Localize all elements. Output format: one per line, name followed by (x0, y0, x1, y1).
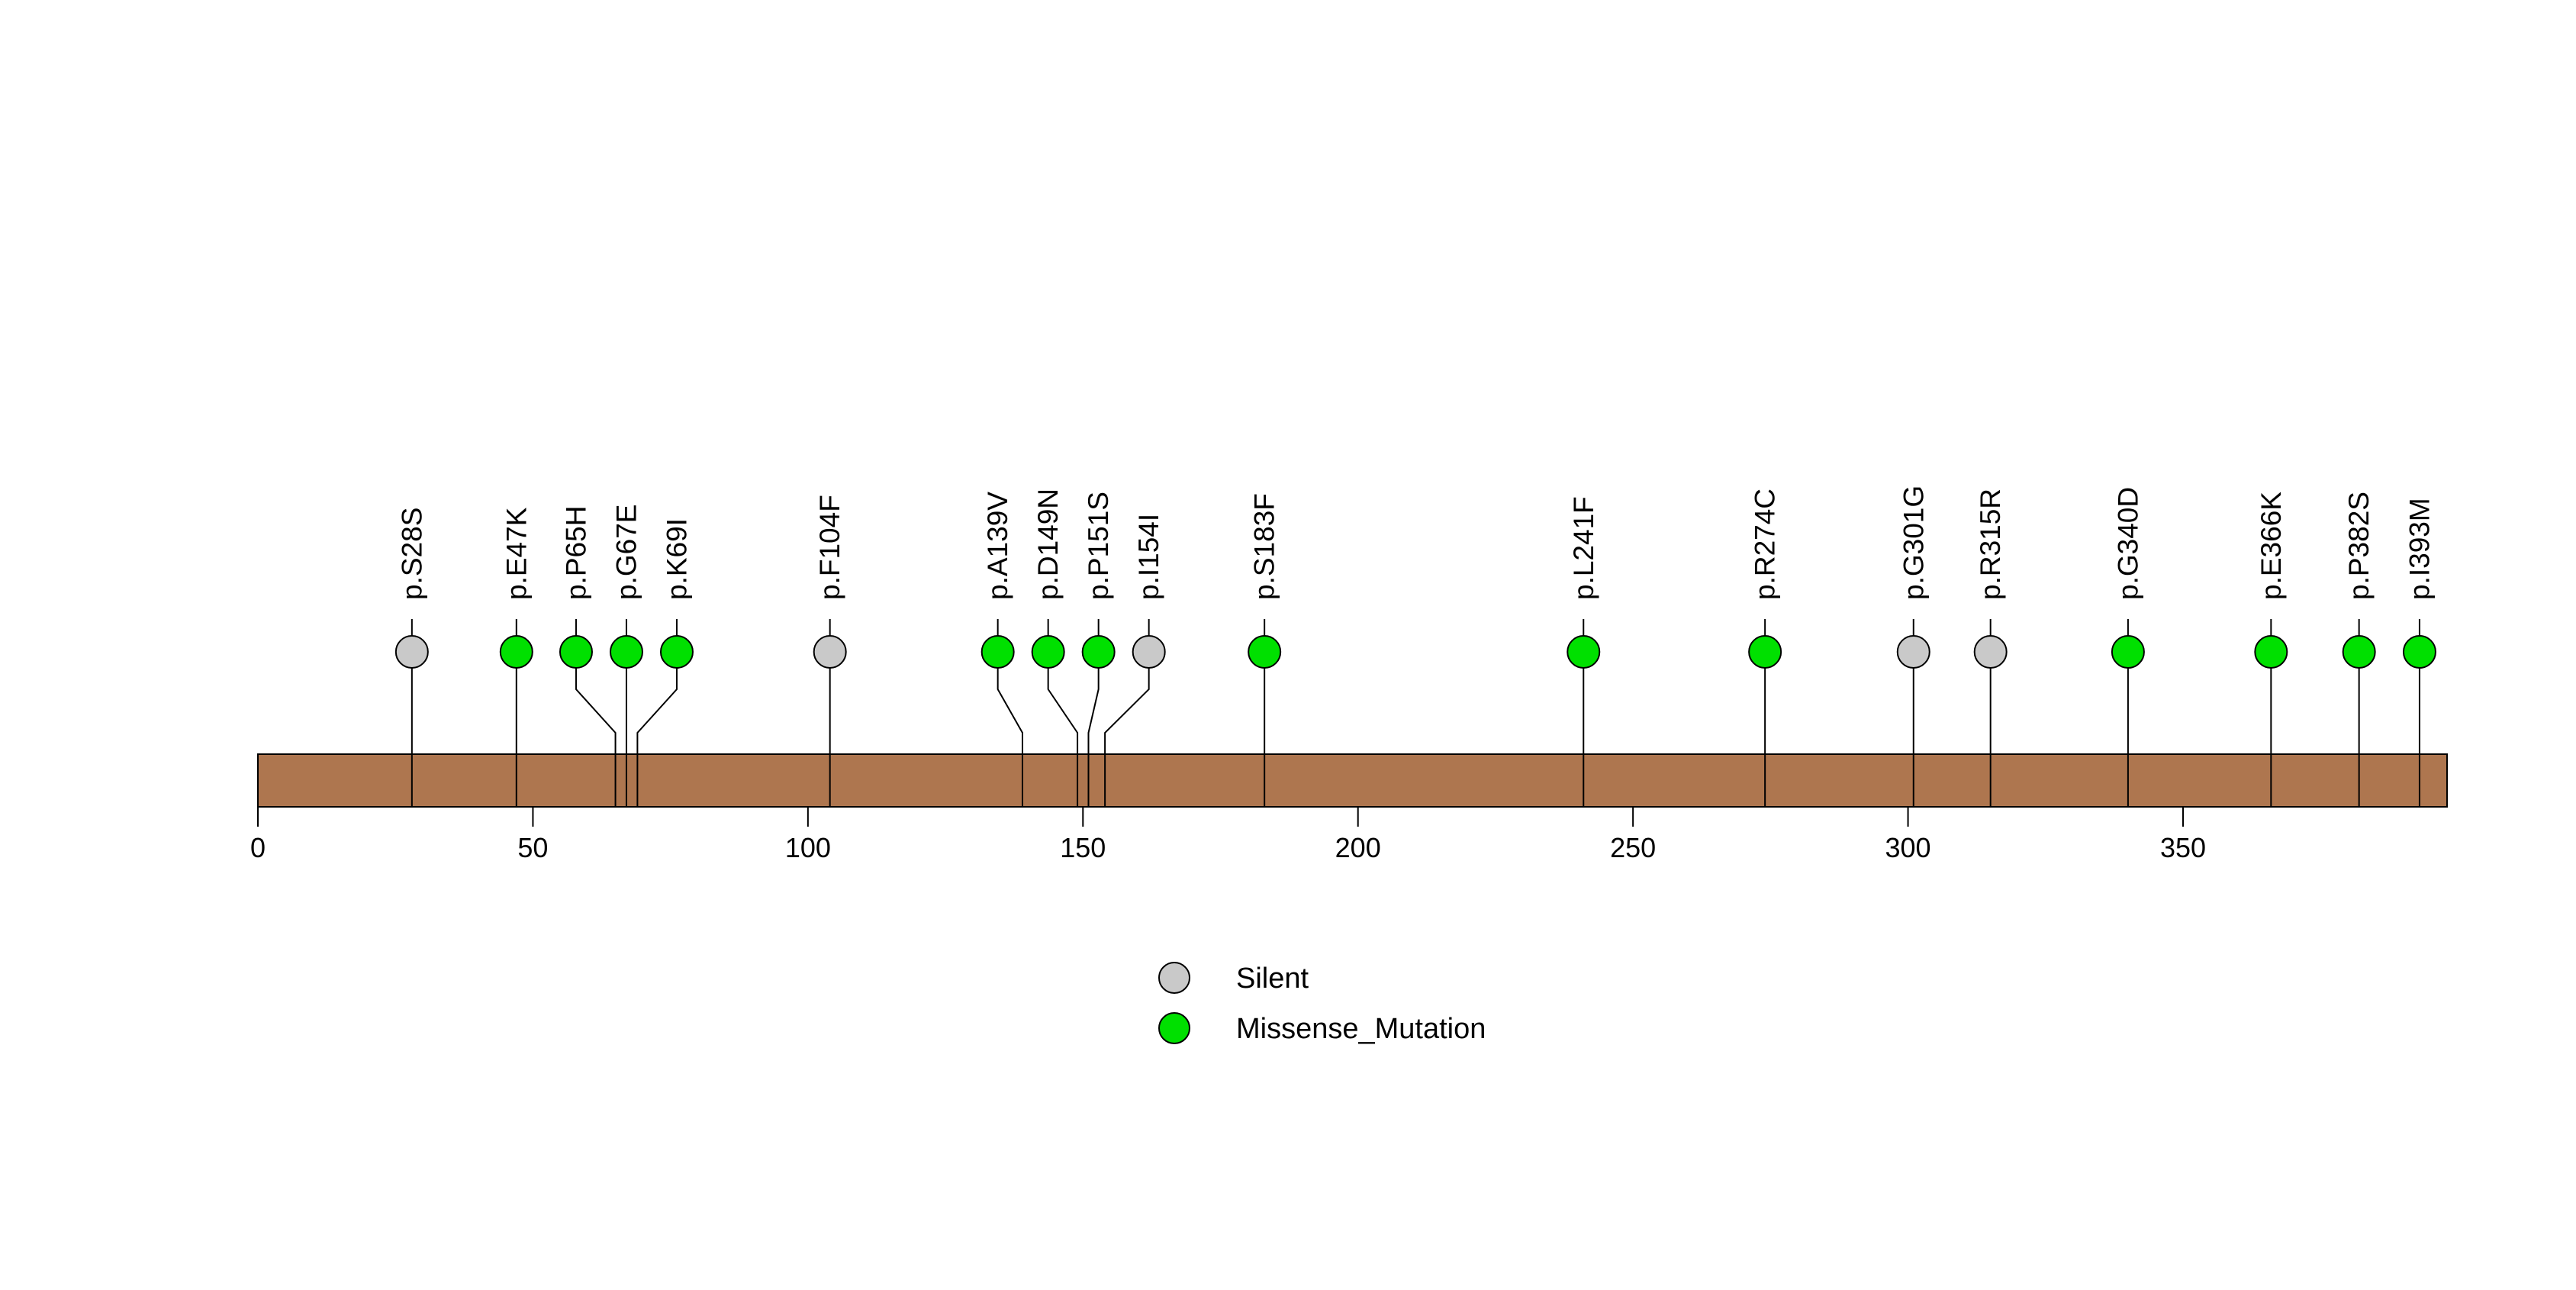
mutation-label: p.E47K (501, 507, 532, 600)
mutation-circle (980, 635, 1015, 669)
mutation-circle (2111, 635, 2145, 669)
mutation-circle (1031, 635, 1065, 669)
axis-tick-label: 100 (785, 832, 831, 863)
legend-swatch-missense-mutation (1158, 1012, 1190, 1044)
mutation-label: p.G301G (1898, 485, 1929, 600)
mutation-label: p.P65H (560, 506, 591, 600)
mutation-label: p.S28S (396, 508, 427, 600)
mutation-stem (636, 668, 678, 807)
legend-label-silent: Silent (1236, 963, 1309, 995)
mutation-label: p.R315R (1975, 489, 2006, 600)
axis-tick-label: 350 (2160, 832, 2206, 863)
mutation-circle (1081, 635, 1116, 669)
labels-layer: p.S28S p.E47K p.P65H p.G67E p.K69I p.F104F p.A… (396, 485, 2435, 600)
legend-swatch-silent (1158, 962, 1190, 994)
mutation-circle (1973, 635, 2008, 669)
mutation-label: p.P151S (1083, 492, 1114, 600)
mutation-circle (659, 635, 694, 669)
mutation-label: p.R274C (1750, 489, 1781, 600)
mutation-circle (499, 635, 533, 669)
legend-label-missense-mutation: Missense_Mutation (1236, 1013, 1486, 1045)
mutation-circle (1132, 635, 1166, 669)
mutation-circle (2254, 635, 2288, 669)
axis-tick-label: 50 (517, 832, 548, 863)
axis-layer: 0 50 100 150 200 250 300 350 (250, 807, 2206, 863)
mutation-label: p.E366K (2256, 492, 2287, 600)
axis-tick-label: 300 (1885, 832, 1931, 863)
mutation-label: p.G67E (610, 505, 642, 600)
axis-tick-label: 0 (250, 832, 266, 863)
mutation-stem (1087, 668, 1100, 807)
axis-tick-label: 150 (1060, 832, 1106, 863)
protein-backbone (257, 753, 2448, 808)
mutation-label: p.I393M (2404, 498, 2435, 600)
mutation-circle (1748, 635, 1782, 669)
axis-tick-label: 250 (1610, 832, 1656, 863)
mutation-label: p.F104F (814, 495, 845, 600)
mutation-circle (1248, 635, 1282, 669)
mutation-label: p.K69I (661, 518, 692, 600)
mutation-circle (559, 635, 593, 669)
mutation-circle (609, 635, 643, 669)
backbone-layer (257, 753, 2448, 808)
mutation-circle (2402, 635, 2436, 669)
mutation-label: p.L241F (1568, 496, 1599, 600)
mutation-circle (394, 635, 429, 669)
mutation-stem (575, 668, 617, 807)
mutation-circle (1896, 635, 1930, 669)
mutation-circle (1567, 635, 1601, 669)
mutation-label: p.D149N (1032, 489, 1064, 600)
mutation-label: p.P382S (2343, 492, 2375, 600)
axis-tick-label: 200 (1335, 832, 1381, 863)
mutation-label: p.S183F (1249, 493, 1280, 600)
mutation-stem (1047, 668, 1079, 807)
stems-layer (411, 619, 2420, 807)
mutation-label: p.I154I (1133, 514, 1164, 600)
mutation-stem (1104, 668, 1150, 807)
mutation-label: p.G340D (2112, 487, 2143, 600)
circles-layer (394, 635, 2436, 669)
mutation-label: p.A139V (982, 492, 1013, 600)
mutation-circle (2342, 635, 2376, 669)
mutation-circle (813, 635, 847, 669)
mutation-stem (997, 668, 1023, 807)
